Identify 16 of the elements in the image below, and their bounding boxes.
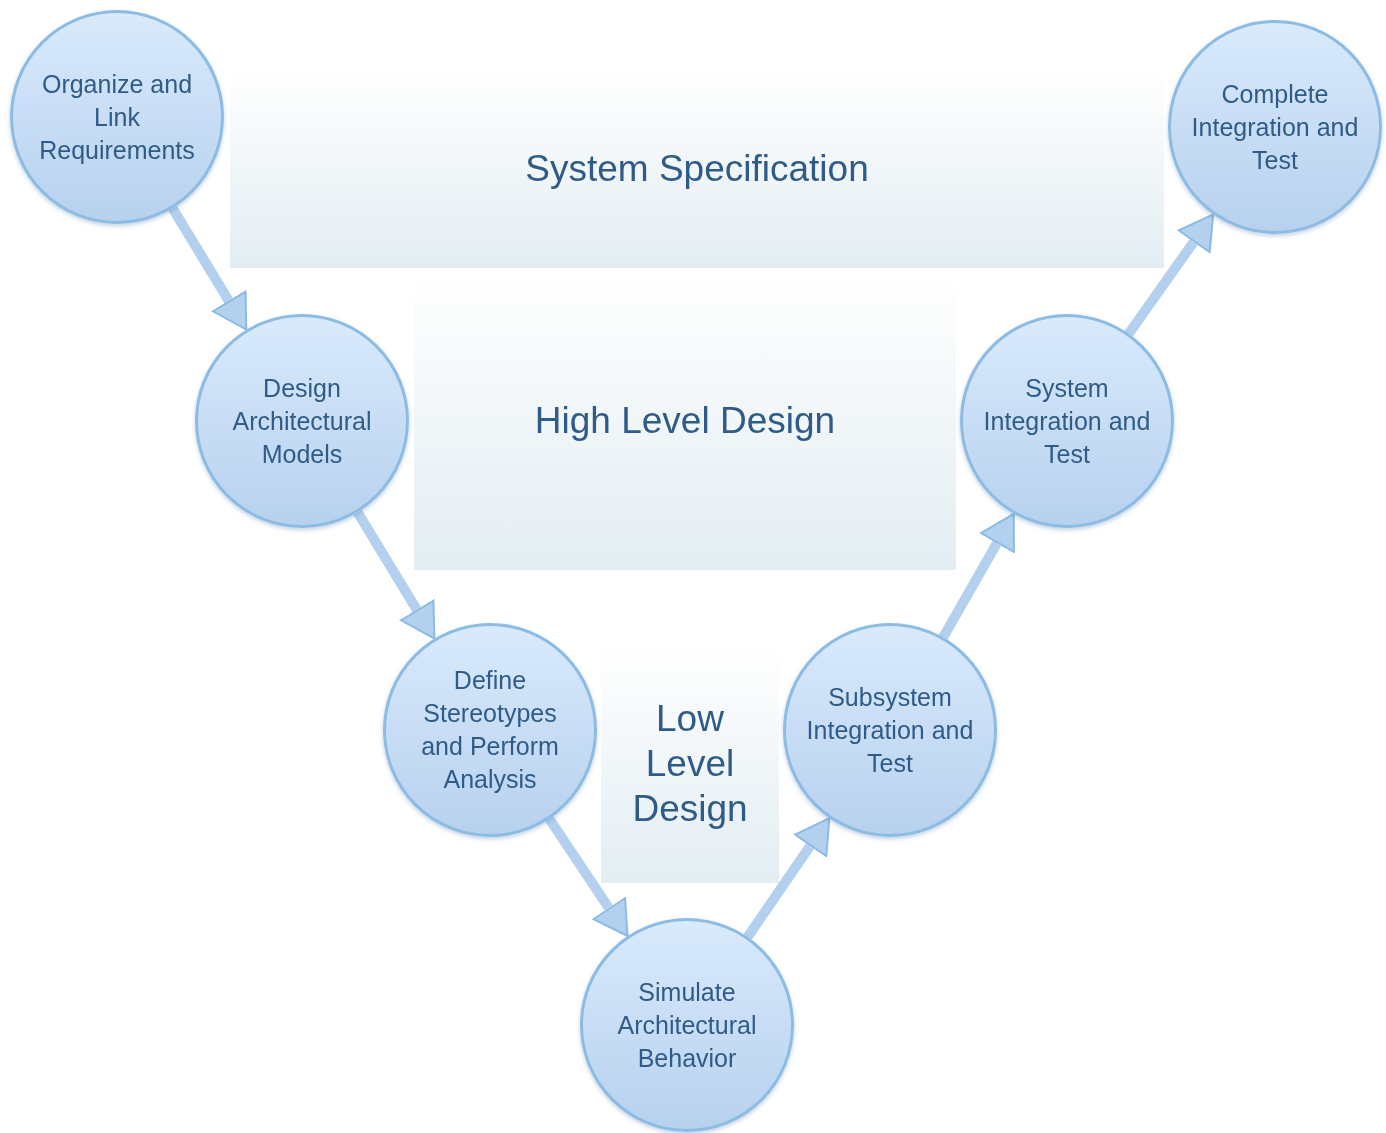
step-label: Organize and Link Requirements [38,68,196,166]
step-label: Subsystem Integration and Test [805,681,975,779]
arrow [1124,213,1215,337]
step-label: Define Stereotypes and Perform Analysis [420,665,560,795]
arrow [353,509,436,640]
step-label: System Integration and Test [982,372,1152,470]
arrow [545,816,629,937]
stage-label: High Level Design [533,398,837,443]
step-label: Design Architectural Models [231,372,373,470]
arrow [938,512,1015,640]
step-label: Complete Integration and Test [1190,78,1360,176]
step-label: Simulate Architectural Behavior [616,976,758,1074]
stage-label: Low Level Design [631,696,749,831]
stage-label: System Specification [524,146,870,191]
arrow [168,205,248,331]
arrow [743,817,831,940]
